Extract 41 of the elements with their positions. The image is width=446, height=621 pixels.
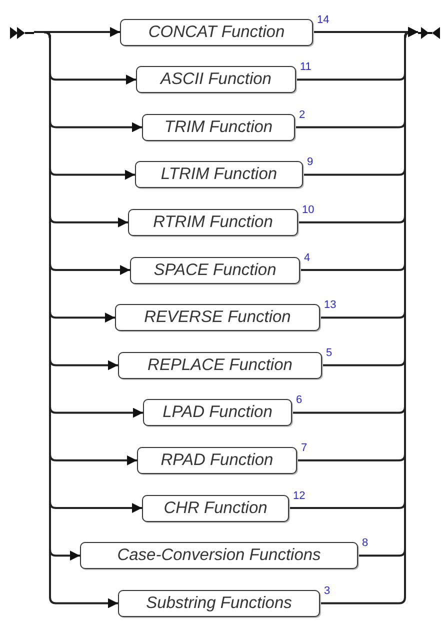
footnote-number: 12 (293, 490, 306, 502)
footnote-number: 3 (324, 586, 330, 597)
box-label: REPLACE Function (148, 356, 292, 375)
box-label: CHR Function (164, 498, 268, 518)
footnote-number: 7 (301, 442, 308, 454)
syntax-box (115, 304, 320, 332)
box-label: ASCII Function (160, 70, 272, 90)
footnote-number: 9 (307, 157, 314, 168)
syntax-box (137, 446, 297, 474)
syntax-box (136, 66, 296, 94)
box-label: Case-Conversion Functions (117, 546, 321, 566)
footnote-number: 14 (317, 14, 330, 26)
syntax-box (142, 494, 289, 522)
footnote-number: 13 (324, 300, 336, 312)
box-label: TRIM Function (164, 118, 273, 137)
footnote-number: 6 (296, 395, 302, 406)
syntax-box (143, 399, 292, 426)
footnote-number: 5 (326, 348, 332, 359)
footnote-number: 8 (362, 538, 368, 550)
syntax-box (118, 590, 320, 617)
syntax-box (142, 114, 295, 141)
box-label: LPAD Function (162, 403, 272, 422)
start-marker (10, 26, 34, 38)
footnote-number: 11 (300, 62, 312, 74)
box-label: RPAD Function (160, 450, 274, 470)
syntax-box (80, 542, 358, 570)
footnote-number: 2 (299, 110, 306, 121)
box-label: LTRIM Function (160, 165, 278, 184)
syntax-box (130, 256, 300, 284)
footnote-number: 4 (304, 252, 310, 264)
box-label: Substring Functions (146, 594, 292, 613)
syntax-box (120, 18, 313, 46)
box-label: CONCAT Function (148, 22, 285, 42)
box-label: SPACE Function (154, 260, 276, 280)
end-marker (418, 26, 440, 38)
footnote-number: 10 (302, 204, 314, 216)
syntax-box (135, 161, 303, 188)
syntax-box (118, 352, 322, 379)
box-label: RTRIM Function (153, 212, 273, 232)
box-label: REVERSE Function (144, 308, 291, 328)
syntax-box (128, 208, 298, 236)
